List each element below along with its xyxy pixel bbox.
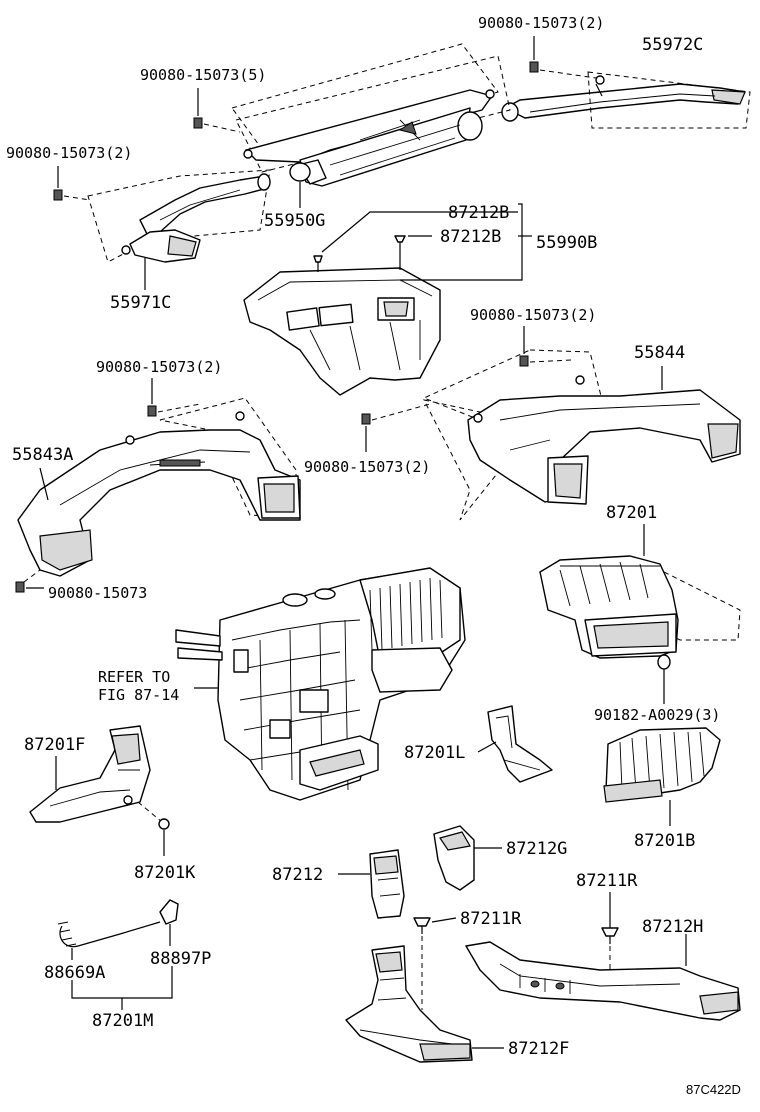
label-55972c: 55972C [642,35,703,55]
duct-87212h [465,934,741,1021]
label-88669a: 88669A [44,963,105,983]
duct-87201f [29,725,170,856]
label-87201b: 87201B [634,831,695,851]
label-55971c: 55971C [110,293,171,313]
label-87212f: 87212F [508,1039,569,1059]
label-diagram-code: 87C422D [686,1082,741,1097]
cap-87212g [433,825,502,891]
duct-55950g [231,43,511,208]
label-87212b-b: 87212B [440,227,501,247]
duct-55972c [501,71,751,129]
duct-55843a [17,397,301,577]
bolt-icon [53,166,91,201]
bracket-87201l [477,705,553,783]
label-88897p: 88897P [150,949,211,969]
duct-87201 [539,524,741,704]
bolt-icon [193,88,241,133]
duct-87212f [345,945,504,1063]
bolt-icons [15,36,597,593]
label-55950g: 55950G [264,211,325,231]
label-55843a: 55843A [12,445,73,465]
label-87201m: 87201M [92,1011,153,1031]
label-90080-15073: 90080-15073 [48,584,147,602]
label-90080-15073-2-top: 90080-15073(2) [478,14,604,32]
duct-55990b [243,203,532,396]
label-87211r-b: 87211R [460,909,522,929]
part-labels: 90080-15073(2) 55972C 90080-15073(5) 900… [6,14,741,1097]
label-87211r-a: 87211R [576,871,638,891]
label-refer-to: REFER TO [98,668,170,686]
bolt-icon [519,326,573,367]
label-90080-15073-2-leftmid: 90080-15073(2) [96,358,222,376]
bolt-icon [361,403,431,452]
clip-87211r-right [601,892,619,970]
label-90080-15073-2-mid: 90080-15073(2) [470,306,596,324]
label-55990b: 55990B [536,233,597,253]
hvac-unit [175,567,466,801]
label-90080-15073-2-left: 90080-15073(2) [6,144,132,162]
label-87201k: 87201K [134,863,196,883]
bolt-icon [529,36,597,79]
clip-87211r-left [413,917,457,1010]
label-fig-87-14: FIG 87-14 [98,686,179,704]
duct-87201b [603,727,721,826]
label-87212b-a: 87212B [448,203,509,223]
label-90080-15073-5: 90080-15073(5) [140,66,266,84]
bolt-icon [15,569,44,593]
duct-55844 [422,349,741,521]
label-87212g: 87212G [506,839,567,859]
label-55844: 55844 [634,343,685,363]
connector-88897p [71,899,179,1010]
duct-87212 [338,849,405,919]
label-90182-a0029: 90182-A0029(3) [594,706,720,724]
label-90080-15073-2-center: 90080-15073(2) [304,458,430,476]
label-87201f: 87201F [24,735,85,755]
label-87212h: 87212H [642,917,703,937]
bolt-icon [147,378,201,417]
duct-55971c [87,169,271,290]
label-87212: 87212 [272,865,323,885]
hose-88669a [57,921,161,960]
label-87201l: 87201L [404,743,465,763]
label-87201: 87201 [606,503,657,523]
